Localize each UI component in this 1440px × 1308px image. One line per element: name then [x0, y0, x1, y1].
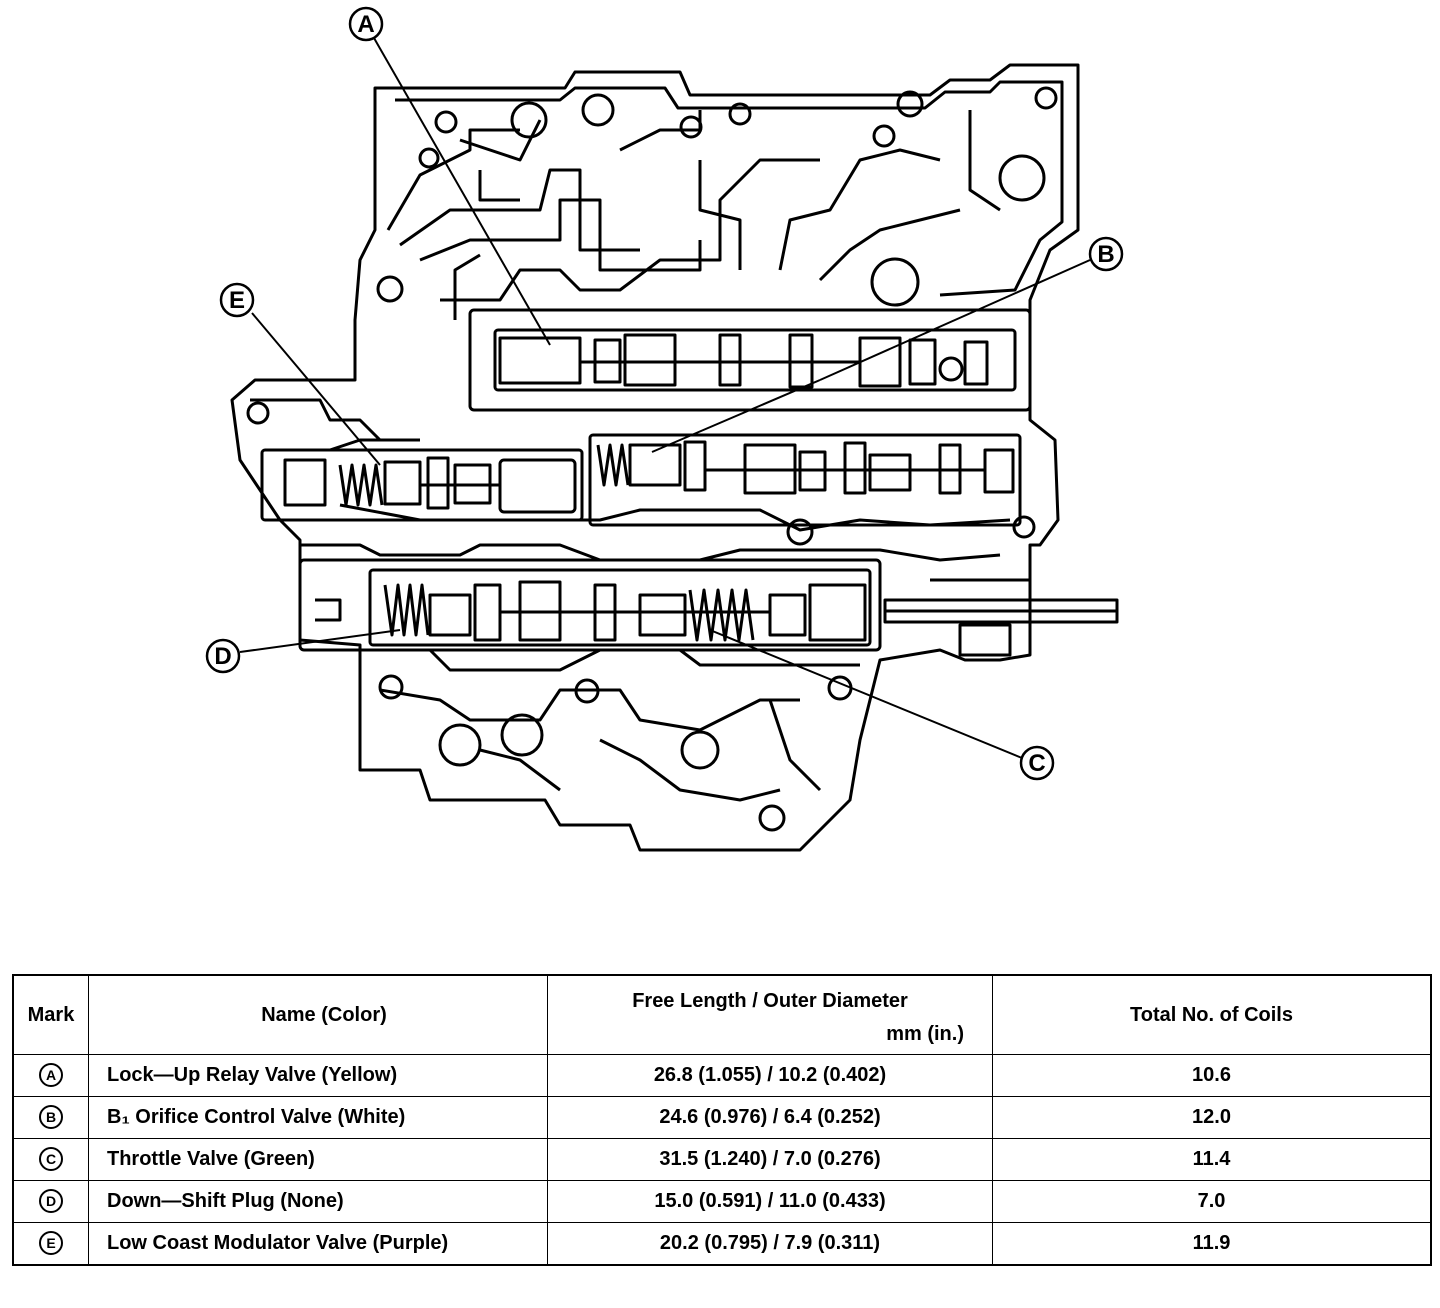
row-length: 31.5 (1.240) / 7.0 (0.276): [547, 1137, 993, 1181]
row-coils: 12.0: [992, 1095, 1432, 1139]
callout-c-circle: [1019, 745, 1055, 781]
row-name: Down—Shift Plug (None): [88, 1179, 548, 1223]
callout-b-label: B: [1097, 241, 1114, 268]
mark-b: B: [39, 1105, 63, 1130]
callout-d-circle: [205, 638, 241, 674]
row-mark-cell: B: [12, 1095, 89, 1139]
row-mark-cell: A: [12, 1054, 89, 1097]
row-length: 15.0 (0.591) / 11.0 (0.433): [547, 1179, 993, 1223]
spring-spec-table: Mark Name (Color) Free Length / Outer Di…: [12, 974, 1432, 1266]
table-row: E Low Coast Modulator Valve (Purple) 20.…: [12, 1221, 1432, 1266]
callout-d-leader: [239, 629, 401, 653]
table-row: D Down—Shift Plug (None) 15.0 (0.591) / …: [12, 1179, 1432, 1223]
row-length: 20.2 (0.795) / 7.9 (0.311): [547, 1221, 993, 1266]
callout-b-leader: [819, 259, 1091, 381]
row-name: Low Coast Modulator Valve (Purple): [88, 1221, 548, 1266]
row-mark-cell: C: [12, 1137, 89, 1181]
row-name: Throttle Valve (Green): [88, 1137, 548, 1181]
header-coils: Total No. of Coils: [992, 974, 1432, 1055]
mark-c: C: [39, 1147, 63, 1172]
row-coils: 10.6: [992, 1054, 1432, 1097]
header-length-unit: mm (in.): [886, 1023, 964, 1045]
mark-e: E: [39, 1231, 63, 1256]
mark-a: A: [39, 1063, 63, 1088]
row-coils: 11.9: [992, 1221, 1432, 1266]
table-row: A Lock—Up Relay Valve (Yellow) 26.8 (1.0…: [12, 1054, 1432, 1097]
row-coils: 7.0: [992, 1179, 1432, 1223]
mark-d: D: [39, 1189, 63, 1214]
row-length: 24.6 (0.976) / 6.4 (0.252): [547, 1095, 993, 1139]
header-mark: Mark: [12, 974, 89, 1055]
table-header-row: Mark Name (Color) Free Length / Outer Di…: [12, 974, 1432, 1055]
callout-e-label: E: [229, 287, 245, 314]
header-length: Free Length / Outer Diameter mm (in.): [547, 974, 993, 1055]
row-coils: 11.4: [992, 1137, 1432, 1181]
valve-body-outline: [230, 63, 1080, 852]
callout-d-label: D: [214, 643, 231, 670]
callout-a-circle: [348, 6, 384, 42]
callout-a-leader: [373, 37, 551, 346]
row-mark-cell: E: [12, 1221, 89, 1266]
callout-e-circle: [219, 282, 255, 318]
row-name: Lock—Up Relay Valve (Yellow): [88, 1054, 548, 1097]
table-row: B B₁ Orifice Control Valve (White) 24.6 …: [12, 1095, 1432, 1139]
callout-c-label: C: [1028, 750, 1045, 777]
callout-b-circle: [1088, 236, 1124, 272]
row-length: 26.8 (1.055) / 10.2 (0.402): [547, 1054, 993, 1097]
callout-b-leader-2: [651, 379, 821, 453]
table-row: C Throttle Valve (Green) 31.5 (1.240) / …: [12, 1137, 1432, 1181]
callout-e-leader: [251, 312, 381, 466]
header-name: Name (Color): [88, 974, 548, 1055]
callout-a-label: A: [357, 11, 374, 38]
row-mark-cell: D: [12, 1179, 89, 1223]
row-name: B₁ Orifice Control Valve (White): [88, 1095, 548, 1139]
valve-body-diagram: A B C D E: [205, 6, 1124, 852]
callout-c-leader: [709, 629, 1023, 759]
header-length-label: Free Length / Outer Diameter: [632, 990, 908, 1012]
